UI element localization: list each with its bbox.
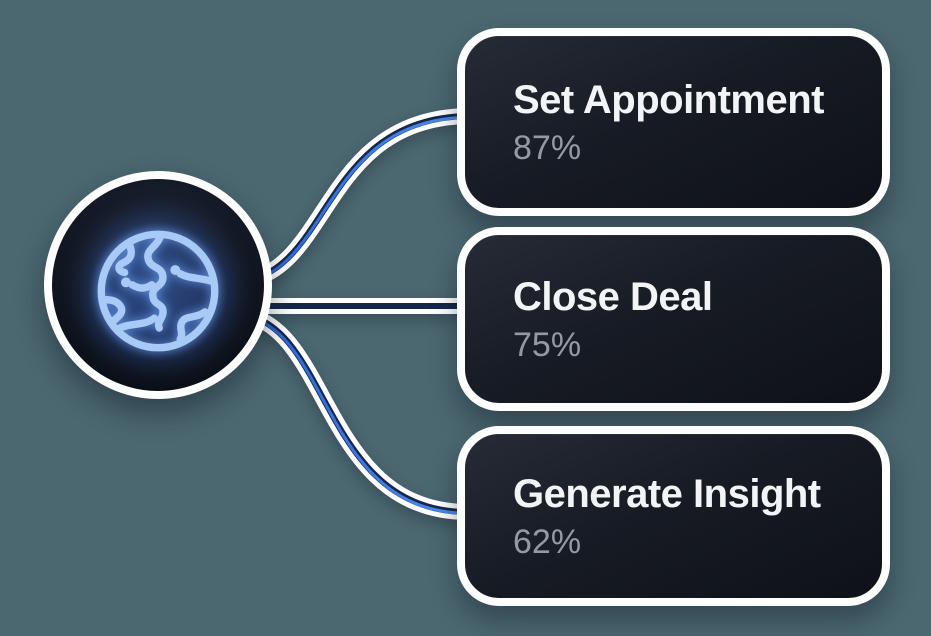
- card-value: 75%: [513, 325, 582, 364]
- card-value: 62%: [513, 522, 582, 561]
- connector-middle: [254, 298, 476, 314]
- ai-hub-node[interactable]: [44, 171, 272, 399]
- card-title: Close Deal: [513, 274, 713, 319]
- card-generate-insight[interactable]: Generate Insight 62%: [457, 426, 890, 606]
- card-close-deal[interactable]: Close Deal 75%: [457, 227, 890, 411]
- brain-network-icon: [97, 230, 219, 352]
- card-set-appointment[interactable]: Set Appointment 87%: [457, 28, 890, 216]
- connector-top: [248, 108, 476, 286]
- card-value: 87%: [513, 128, 582, 167]
- card-title: Generate Insight: [513, 471, 821, 516]
- card-title: Set Appointment: [513, 77, 825, 122]
- connector-bottom: [248, 310, 476, 520]
